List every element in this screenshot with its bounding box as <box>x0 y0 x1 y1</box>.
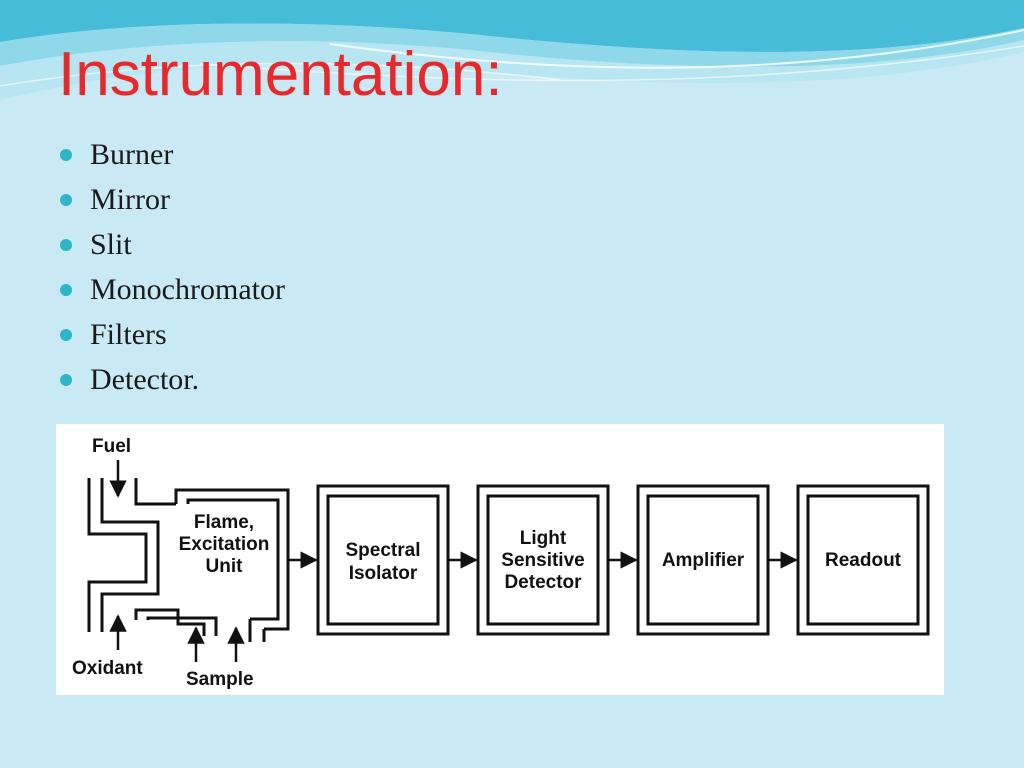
bullet-item-filters: Filters <box>60 312 285 357</box>
oxidant-channel-wall <box>134 608 206 636</box>
flame-unit-outer-wall <box>174 488 290 631</box>
bullet-item-monochromator: Monochromator <box>60 267 285 312</box>
detector-label-line3: Detector <box>504 572 582 593</box>
block-diagram: Flame, Excitation Unit Fuel Oxidant Samp… <box>56 424 944 695</box>
bullet-label: Filters <box>90 317 167 351</box>
bullet-dot-icon <box>60 238 72 251</box>
bullet-label: Mirror <box>90 182 170 216</box>
readout-block <box>796 484 930 636</box>
flame-label-line1: Flame, <box>194 512 254 533</box>
readout-label: Readout <box>825 550 902 571</box>
amplifier-label: Amplifier <box>662 550 745 571</box>
bullet-dot-icon <box>60 193 72 206</box>
fuel-channel-wall <box>134 478 176 506</box>
bullet-item-burner: Burner <box>60 132 285 177</box>
burner-left-inner-wall <box>100 478 160 632</box>
bullet-list: Burner Mirror Slit Monochromator Filters… <box>60 132 285 402</box>
flame-label-line2: Excitation <box>179 534 270 555</box>
spectral-label-line2: Isolator <box>349 563 418 584</box>
bullet-dot-icon <box>60 373 72 386</box>
detector-label-line2: Sensitive <box>501 550 584 571</box>
bullet-label: Burner <box>90 137 174 171</box>
oxidant-label: Oxidant <box>72 658 143 679</box>
bullet-label: Detector. <box>90 362 200 396</box>
detector-label-line1: Light <box>520 528 567 549</box>
flame-unit-inner-wall <box>186 498 280 621</box>
burner-left-outer-wall <box>87 478 148 632</box>
bullet-dot-icon <box>60 328 72 341</box>
sample-channel-wall <box>146 616 218 636</box>
background-waves <box>0 0 1024 100</box>
bullet-item-mirror: Mirror <box>60 177 285 222</box>
sample-inlet-wall <box>248 619 266 642</box>
bullet-label: Slit <box>90 227 132 261</box>
bullet-label: Monochromator <box>90 272 285 306</box>
bullet-item-slit: Slit <box>60 222 285 267</box>
bullet-dot-icon <box>60 148 72 161</box>
flame-excitation-unit <box>87 478 290 642</box>
fuel-label: Fuel <box>92 436 131 457</box>
bullet-item-detector: Detector. <box>60 357 285 402</box>
sample-label: Sample <box>186 669 254 690</box>
bullet-dot-icon <box>60 283 72 296</box>
flame-label-line3: Unit <box>206 556 244 577</box>
spectral-label-line1: Spectral <box>346 540 421 561</box>
slide-title: Instrumentation: <box>58 40 503 109</box>
block-diagram-svg: Flame, Excitation Unit Fuel Oxidant Samp… <box>72 436 930 690</box>
